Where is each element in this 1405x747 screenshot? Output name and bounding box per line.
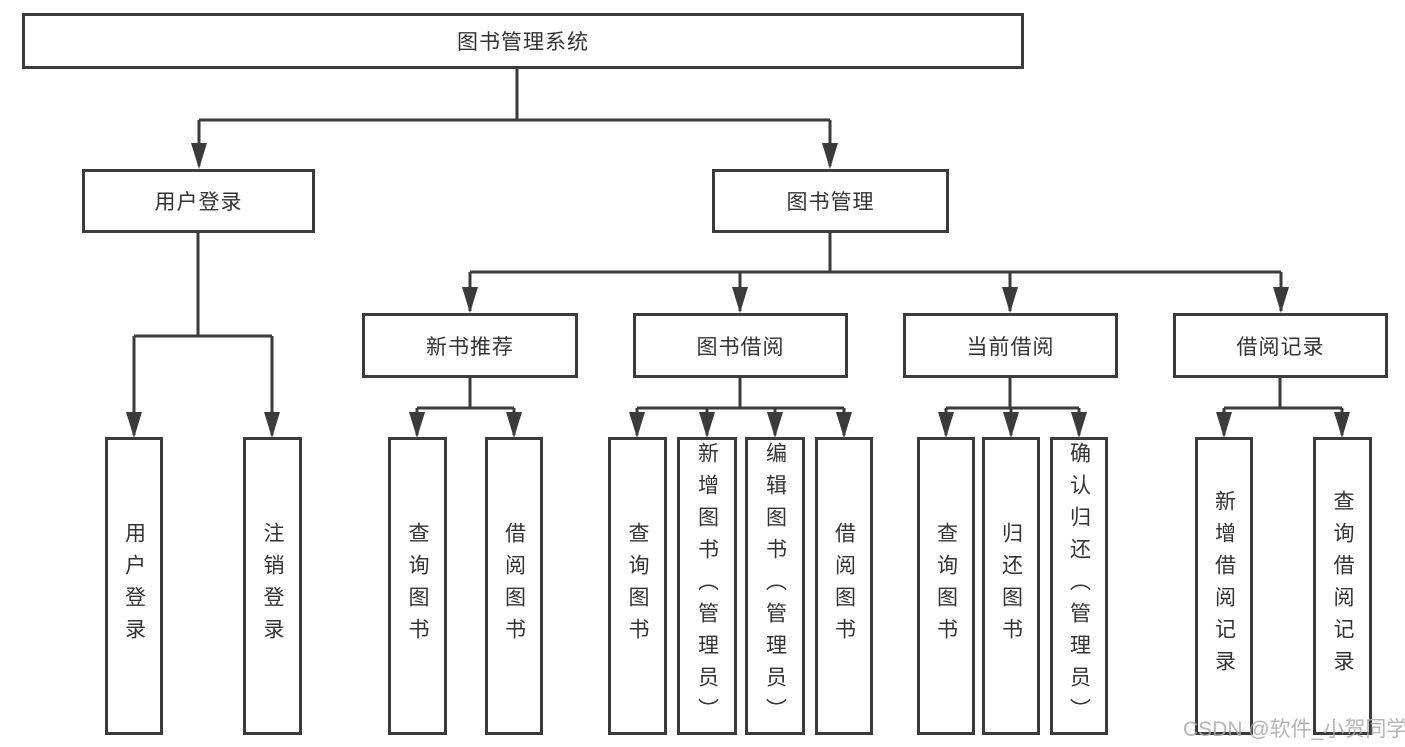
node-confirm-return-admin: 确认归还（管理员） xyxy=(1050,437,1108,735)
arrow-down-icon xyxy=(264,412,280,438)
node-borrow-books-1: 借阅图书 xyxy=(485,437,543,735)
node-label: 新书推荐 xyxy=(426,335,514,359)
arrow-down-icon xyxy=(629,412,645,438)
node-query-books-3: 查询图书 xyxy=(917,437,975,735)
node-user-login-leaf: 用户登录 xyxy=(105,437,163,735)
node-label: 图书管理 xyxy=(786,191,875,214)
node-label: 确认归还（管理员） xyxy=(1067,442,1091,730)
node-label: 注销登录 xyxy=(261,522,284,650)
connector-edges xyxy=(132,69,1344,435)
node-return-books: 归还图书 xyxy=(982,437,1040,735)
node-label: 当前借阅 xyxy=(966,335,1055,359)
arrow-down-icon xyxy=(1334,412,1350,438)
node-label: 新增图书（管理员） xyxy=(695,442,719,730)
arrow-down-icon xyxy=(1216,412,1232,438)
node-label: 图书借阅 xyxy=(696,335,785,359)
arrow-down-icon xyxy=(1003,412,1019,438)
node-label: 查询图书 xyxy=(934,522,958,650)
node-book-borrow: 图书借阅 xyxy=(633,313,848,378)
node-add-borrow-record: 新增借阅记录 xyxy=(1195,437,1253,735)
arrow-down-icon xyxy=(822,143,838,169)
arrow-down-icon xyxy=(767,412,783,438)
node-borrow-books-2: 借阅图书 xyxy=(815,437,873,735)
node-label: 归还图书 xyxy=(999,522,1023,650)
arrow-down-icon xyxy=(1071,412,1087,438)
arrow-down-icon xyxy=(126,412,142,438)
node-label: 借阅记录 xyxy=(1236,335,1325,359)
node-book-management: 图书管理 xyxy=(712,169,949,233)
csdn-watermark: CSDN @软件_小贺同学 xyxy=(1183,718,1405,741)
arrow-down-icon xyxy=(409,412,425,438)
node-label: 借阅图书 xyxy=(832,522,856,650)
arrow-down-icons xyxy=(126,143,1350,438)
node-query-borrow-record: 查询借阅记录 xyxy=(1313,437,1372,735)
node-label: 用户登录 xyxy=(122,522,146,650)
node-label: 借阅图书 xyxy=(502,522,526,650)
arrow-down-icon xyxy=(1002,287,1018,313)
arrow-down-icon xyxy=(462,287,478,313)
node-new-book-recommend: 新书推荐 xyxy=(362,313,578,378)
node-current-borrow: 当前借阅 xyxy=(903,313,1118,378)
node-label: 图书管理系统 xyxy=(457,31,589,54)
node-label: 新增借阅记录 xyxy=(1212,490,1236,682)
node-label: 查询图书 xyxy=(626,522,649,650)
node-borrow-record: 借阅记录 xyxy=(1173,313,1388,378)
arrow-down-icon xyxy=(1273,287,1289,313)
node-label: 用户登录 xyxy=(154,191,243,214)
arrow-down-icon xyxy=(506,412,522,438)
arrow-down-icon xyxy=(836,412,852,438)
node-library-management-system: 图书管理系统 xyxy=(22,13,1024,69)
arrow-down-icon xyxy=(732,287,748,313)
node-user-login: 用户登录 xyxy=(82,169,315,233)
arrow-down-icon xyxy=(699,412,715,438)
arrow-down-icon xyxy=(191,143,207,169)
node-logout: 注销登录 xyxy=(243,437,302,735)
node-label: 编辑图书（管理员） xyxy=(763,442,787,730)
arrow-down-icon xyxy=(938,412,954,438)
node-label: 查询借阅记录 xyxy=(1331,490,1354,682)
node-query-books-1: 查询图书 xyxy=(388,437,447,735)
node-add-books-admin: 新增图书（管理员） xyxy=(677,437,737,735)
node-query-books-2: 查询图书 xyxy=(608,437,667,735)
node-label: 查询图书 xyxy=(406,522,429,650)
node-edit-books-admin: 编辑图书（管理员） xyxy=(745,437,805,735)
